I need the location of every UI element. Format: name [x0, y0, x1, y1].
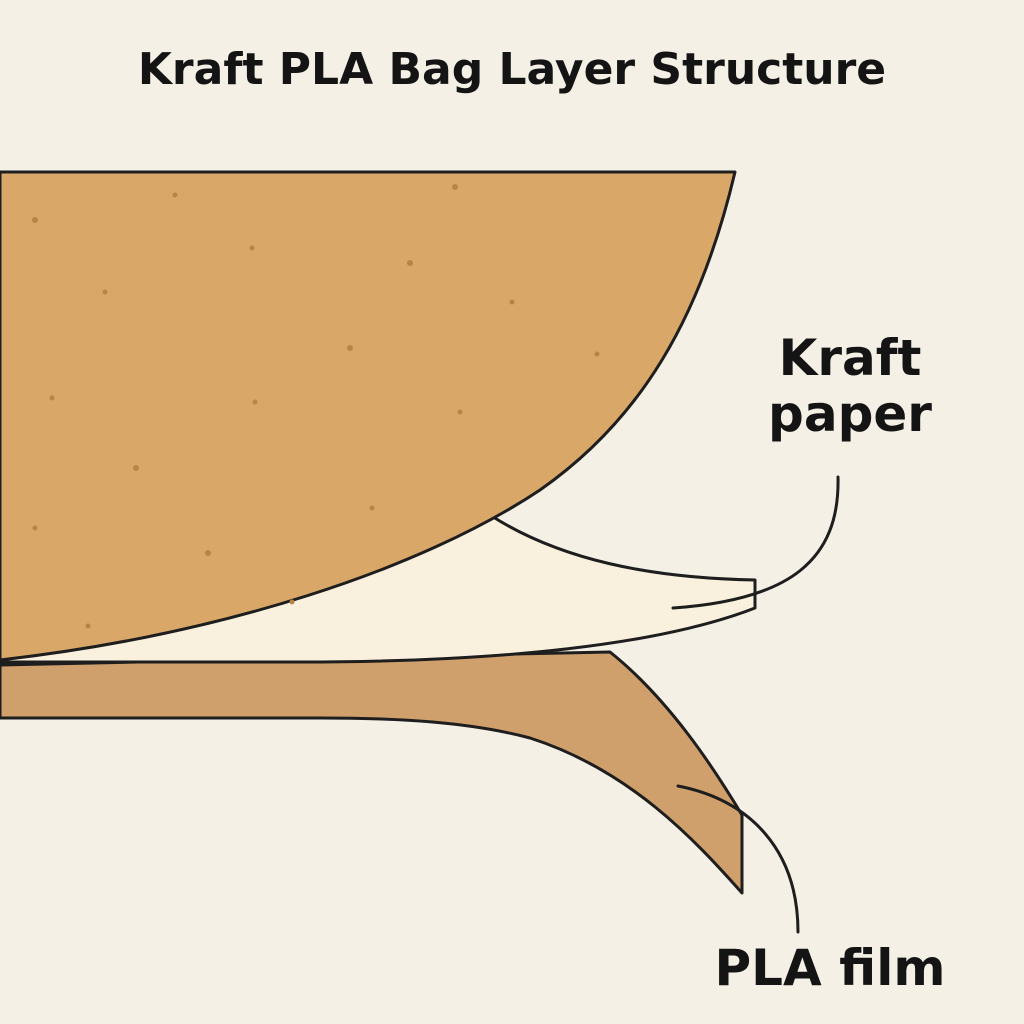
- pla-film-leader-line: [676, 784, 800, 934]
- diagram-title: Kraft PLA Bag Layer Structure: [137, 44, 887, 95]
- pla-film-layer: [0, 650, 744, 895]
- kraft-paper-leader-line: [671, 475, 840, 610]
- kraft-paper-label-line2: paper: [768, 385, 932, 443]
- kraft-paper-layer: [0, 170, 737, 662]
- pla-film-label: PLA film: [714, 939, 946, 997]
- kraft-paper-label-line1: Kraft: [778, 329, 922, 387]
- kraft-paper-label: Kraft paper: [740, 330, 960, 442]
- kraft-paper-speckles: [32, 184, 600, 629]
